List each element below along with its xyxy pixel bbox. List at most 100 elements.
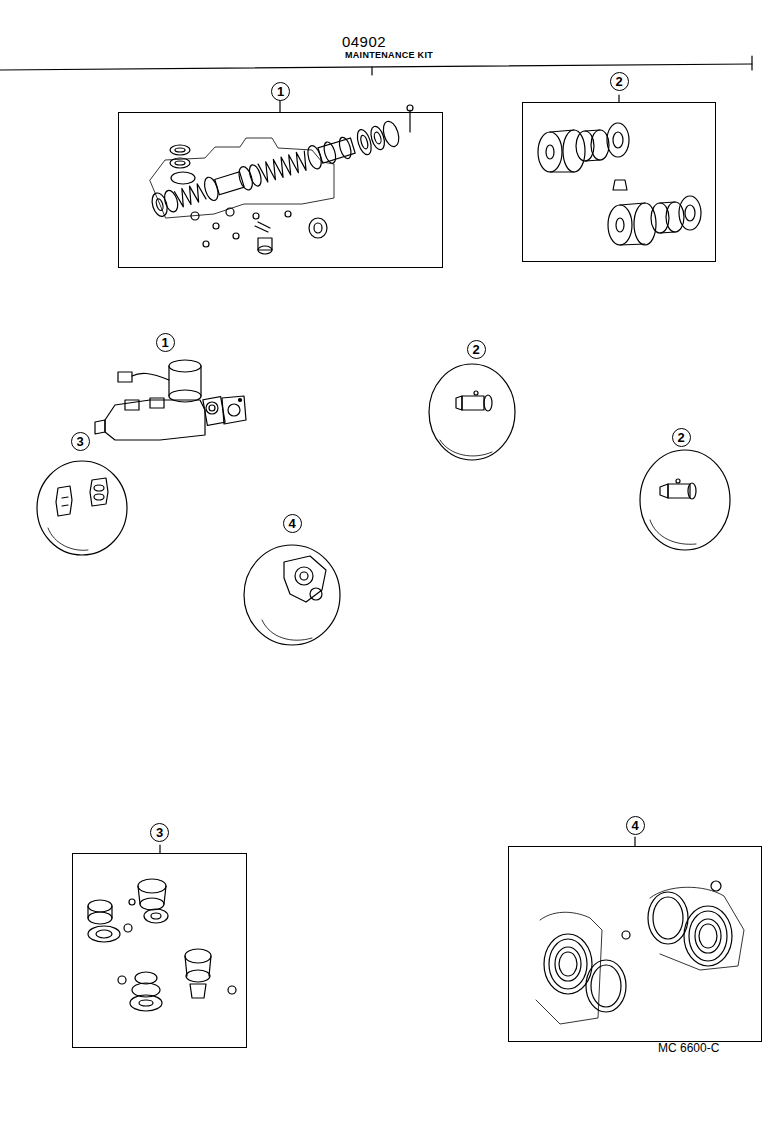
master-cylinder-kit (215, 172, 245, 195)
master-cylinder-assembly (169, 360, 201, 372)
master-cylinder-kit (359, 135, 369, 150)
master-cylinder-kit (175, 148, 185, 152)
seal-kit-parts (559, 952, 577, 976)
wheel-cylinder-kit (538, 132, 562, 172)
seal-kit-parts (699, 924, 717, 948)
kit-box: 1 (118, 112, 443, 268)
seal-kit-parts (140, 898, 164, 910)
detail-circle (640, 450, 730, 550)
seal-kit-parts (549, 939, 587, 989)
wheel-cylinder-kit (685, 205, 695, 221)
detail-circle (37, 461, 127, 555)
seal-kit-parts (648, 892, 688, 944)
callout-number: 4 (626, 816, 645, 835)
seal-kit-parts (118, 976, 126, 984)
callout-number: 2 (672, 428, 691, 447)
seal-kit-parts (130, 995, 162, 1011)
master-cylinder-kit (203, 241, 209, 247)
seal-kit-parts (689, 911, 727, 961)
detail-circle (660, 484, 668, 498)
callout-number: 1 (156, 333, 175, 352)
wheel-cylinder-kit (616, 218, 624, 232)
wheel-cylinder-kit (607, 123, 629, 157)
seal-kit-parts (228, 986, 236, 994)
kit-box: 3 (72, 853, 247, 1048)
wheel-cylinder-kit (538, 123, 701, 245)
master-cylinder-kit (318, 138, 355, 163)
wheel-cylinder-kit (591, 130, 609, 160)
detail-circle (440, 440, 492, 456)
master-cylinder-assembly (125, 400, 139, 410)
master-cylinder-kit (247, 163, 263, 187)
callout-number: 1 (271, 82, 290, 101)
master-cylinder-assembly (239, 399, 242, 402)
master-cylinder-kit (149, 119, 401, 219)
seal-kit-parts (650, 887, 744, 970)
master-cylinder-kit (368, 125, 386, 151)
master-cylinder-assembly (228, 404, 240, 416)
seal-kit-parts (555, 947, 581, 981)
master-cylinder-kit (233, 233, 239, 239)
master-cylinder-kit (258, 246, 272, 254)
master-cylinder-kit (162, 189, 180, 214)
master-cylinder-kit (155, 198, 164, 211)
master-cylinder-kit (381, 119, 402, 148)
master-cylinder-kit (258, 150, 310, 183)
callout-number: 2 (610, 72, 629, 91)
detail-circle (262, 620, 312, 640)
seal-kit-parts (138, 886, 166, 904)
drawing-code: MC 6600-C (658, 1042, 719, 1055)
master-cylinder-kit (171, 172, 195, 184)
detail-circle (429, 364, 515, 460)
wheel-cylinder-kit (585, 130, 600, 161)
master-cylinder-kit (337, 136, 353, 160)
master-cylinder-kit (253, 213, 259, 219)
detail-circle (295, 567, 313, 585)
master-cylinder-assembly (132, 373, 169, 380)
wheel-cylinder-kit (666, 202, 684, 232)
master-cylinder-assembly (95, 360, 246, 440)
master-cylinder-kit (322, 141, 338, 165)
callout-number: 3 (150, 823, 169, 842)
detail-circle (37, 461, 127, 555)
kit-name: MAINTENANCE KIT (345, 51, 433, 61)
seal-kit-parts (88, 879, 236, 1011)
seal-kit-parts (622, 931, 630, 939)
heading-leader (159, 845, 160, 853)
wheel-cylinder-kit (660, 202, 675, 233)
detail-circle (94, 494, 104, 500)
seal-kit-parts (653, 897, 683, 939)
master-cylinder-kit (409, 110, 410, 132)
seal-kit-parts (88, 900, 112, 912)
seal-kit-parts (138, 879, 166, 893)
seal-kit-parts (544, 934, 592, 994)
callout-number: 4 (283, 514, 302, 533)
detail-circle (650, 520, 696, 544)
detail-circle (244, 545, 340, 645)
master-cylinder-kit (175, 161, 185, 165)
master-cylinder-kit (149, 105, 413, 254)
heading-leader (618, 95, 619, 102)
callout-number: 2 (467, 340, 486, 359)
seal-kit-parts (151, 913, 161, 919)
detail-circle (56, 486, 72, 516)
master-cylinder-kit (373, 131, 382, 144)
seal-kit-parts (684, 906, 732, 966)
master-cylinder-kit (170, 158, 190, 168)
seal-kit-parts (190, 984, 206, 998)
seal-kit-parts (124, 924, 132, 932)
master-cylinder-kit (258, 238, 272, 250)
kit-box: 4 (508, 846, 762, 1042)
master-cylinder-kit (213, 223, 219, 229)
master-cylinder-kit (149, 191, 169, 218)
kit-box: 2 (522, 102, 716, 262)
detail-circle (48, 528, 88, 550)
seal-kit-parts (88, 926, 120, 942)
master-cylinder-assembly (95, 420, 105, 434)
master-cylinder-kit (314, 223, 322, 233)
seal-kit-parts (185, 956, 211, 976)
seal-kit-parts (96, 930, 112, 938)
detail-circle (244, 545, 340, 645)
master-cylinder-kit (236, 165, 254, 191)
